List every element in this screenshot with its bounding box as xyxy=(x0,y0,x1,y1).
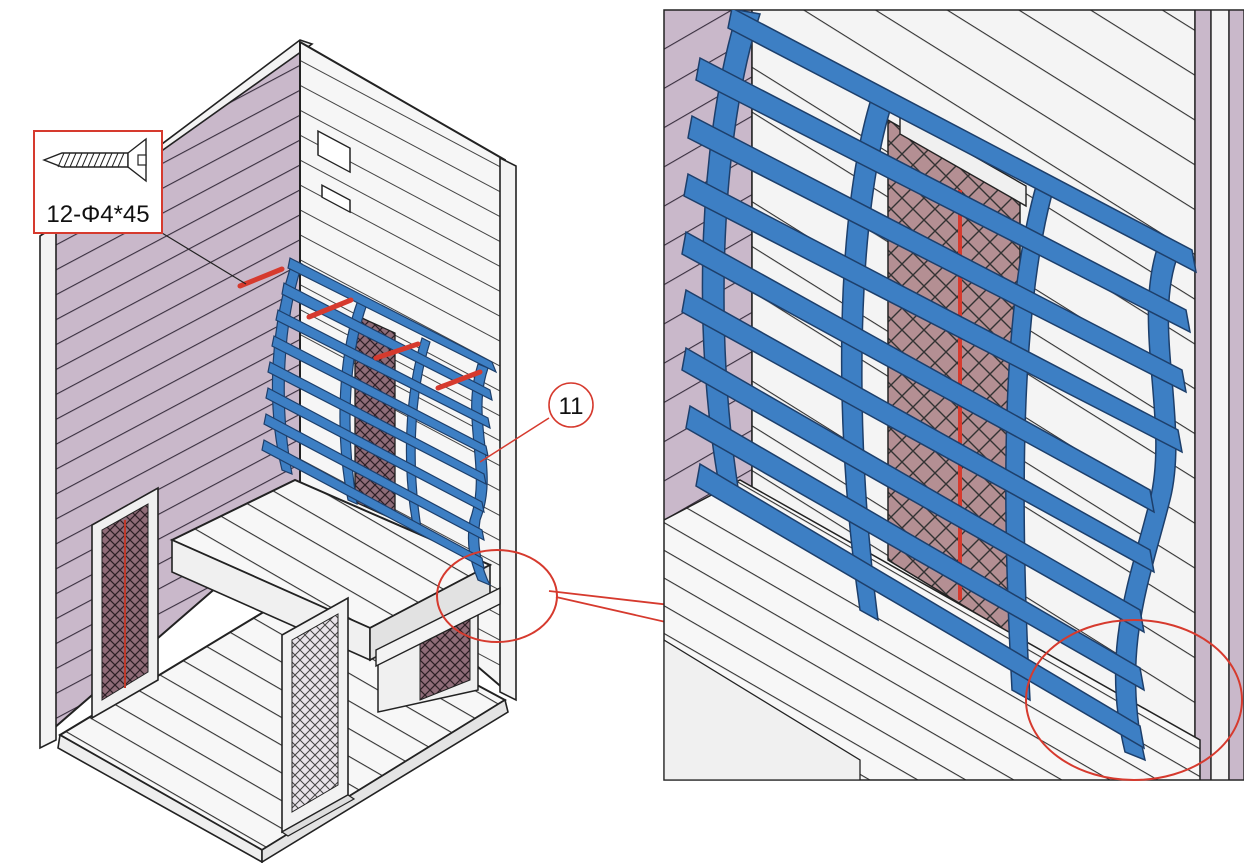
sauna-cabin xyxy=(39,39,550,863)
left-heater-panel xyxy=(91,486,159,720)
detail-highlight-circle-large xyxy=(1025,619,1243,781)
detail-highlight-circle-small xyxy=(436,549,558,643)
left-wall-front-post xyxy=(39,224,57,750)
backrest-part-11 xyxy=(261,257,498,587)
front-heater-panel xyxy=(280,596,356,837)
floor-right-edge xyxy=(261,698,509,863)
detail-view xyxy=(663,9,1244,781)
screw-spec-label: 12-Φ4*45 xyxy=(46,201,149,228)
part-number-label: 11 xyxy=(559,393,584,420)
backrest-slats xyxy=(261,257,498,570)
vent-upper xyxy=(317,129,351,174)
screw-leader-line xyxy=(161,232,247,285)
part-number-balloon: 11 xyxy=(548,382,594,428)
part-11-leader-line xyxy=(479,417,550,463)
screw-callout-box: 12-Φ4*45 xyxy=(33,130,163,234)
countersunk-screw-icon xyxy=(42,137,147,183)
right-post xyxy=(499,156,517,702)
vent-lower xyxy=(321,184,351,214)
screw-location-markers xyxy=(237,266,483,391)
